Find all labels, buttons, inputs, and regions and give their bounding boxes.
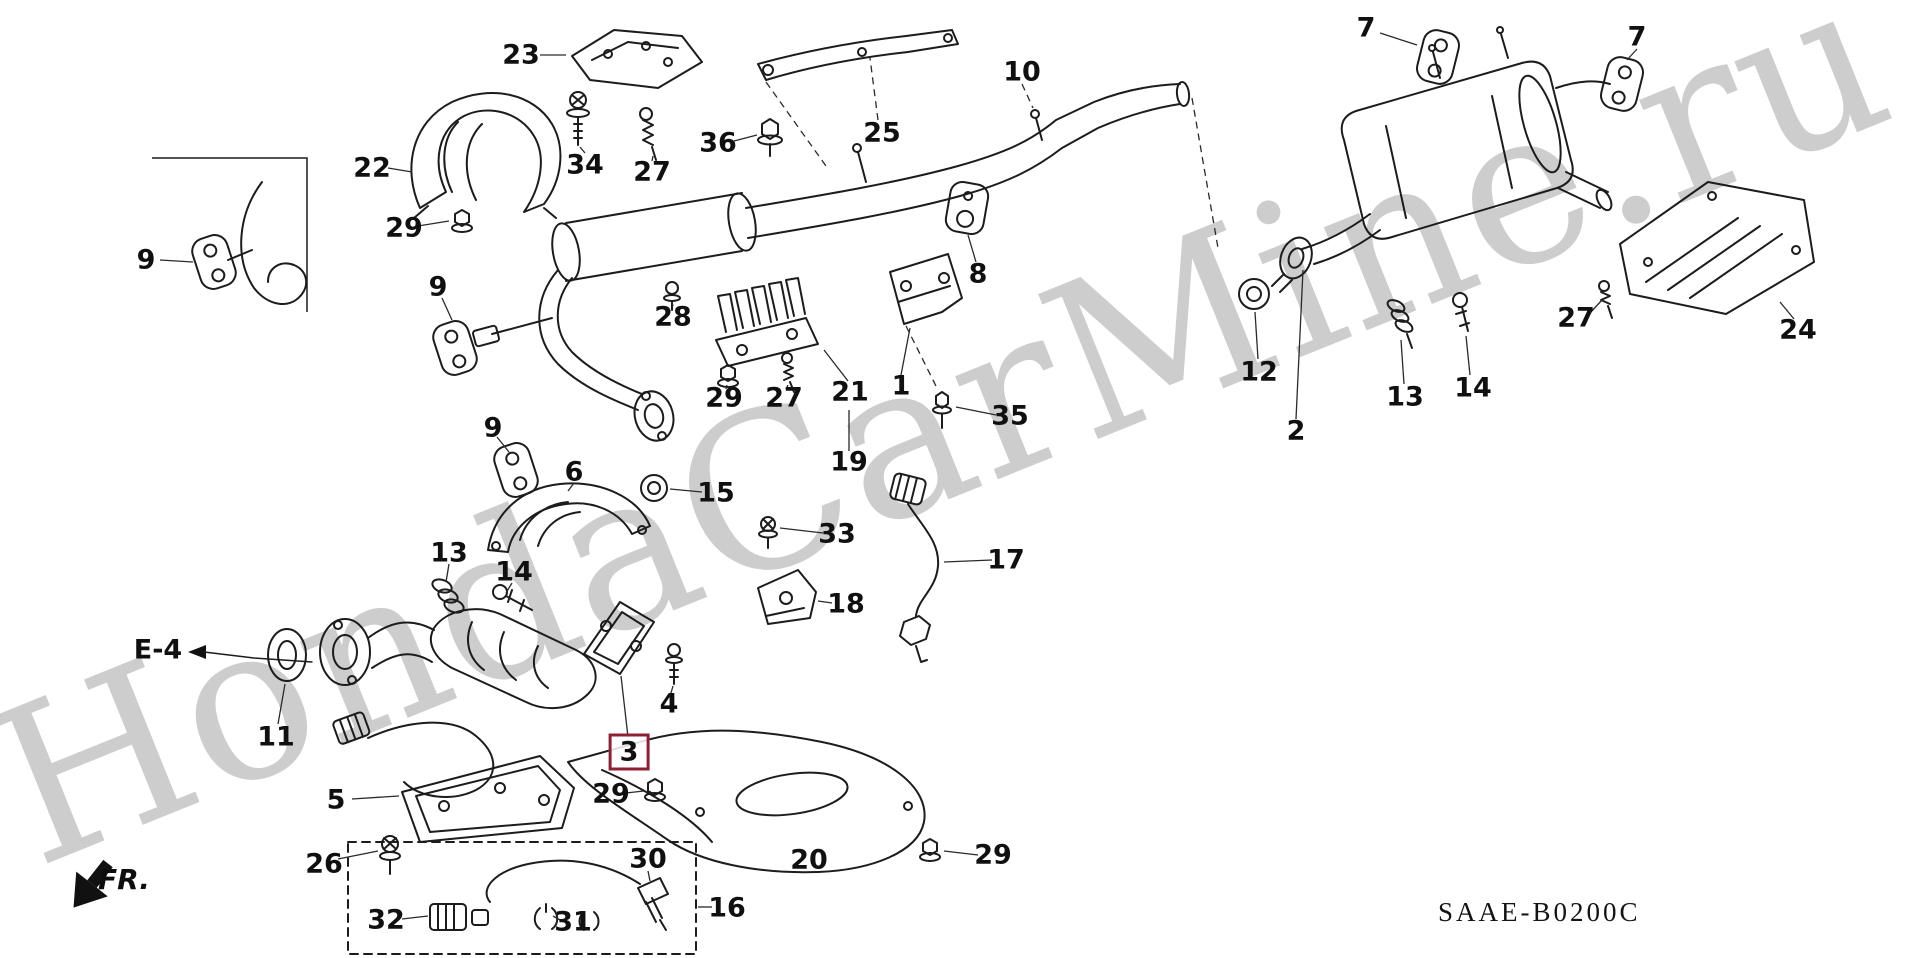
part-label[interactable]: 13 xyxy=(430,537,468,569)
part-label[interactable]: 14 xyxy=(1454,372,1492,404)
oxygen-sensor-17-art xyxy=(889,472,940,663)
heat-shield-24-art xyxy=(1619,181,1815,315)
bracket-1-art xyxy=(889,253,963,325)
part-label[interactable]: 12 xyxy=(1240,356,1278,388)
sensor-harness-art xyxy=(332,711,495,798)
part-label[interactable]: 24 xyxy=(1779,314,1817,346)
bolt-33-art xyxy=(758,516,778,549)
part-label[interactable]: 26 xyxy=(305,848,343,880)
part-label[interactable]: 8 xyxy=(968,258,988,290)
bolt-26-art xyxy=(379,835,401,875)
middle-pipe-10-art xyxy=(472,81,1191,442)
part-label[interactable]: E-4 xyxy=(133,634,183,666)
part-label[interactable]: 25 xyxy=(863,117,901,149)
part-label[interactable]: 27 xyxy=(1557,302,1595,334)
part-label[interactable]: 9 xyxy=(136,244,156,276)
part-label[interactable]: 36 xyxy=(699,127,737,159)
stay-18-art xyxy=(757,569,817,625)
part-label[interactable]: 9 xyxy=(483,412,503,444)
spring-bolt-13l-art xyxy=(431,578,465,614)
dashed-lines xyxy=(765,57,1219,391)
part-label[interactable]: 32 xyxy=(367,904,405,936)
rubber-hanger-7a xyxy=(1416,29,1460,85)
part-label[interactable]: 11 xyxy=(257,721,295,753)
nut-29c-art xyxy=(644,778,666,802)
part-label[interactable]: 19 xyxy=(830,446,868,478)
part-label[interactable]: 27 xyxy=(765,382,803,414)
heat-shield-22-art xyxy=(410,92,562,219)
front-pipe-3-art xyxy=(267,601,655,710)
part-label[interactable]: 18 xyxy=(827,588,865,620)
gasket-15-art xyxy=(640,474,668,502)
part-label[interactable]: 29 xyxy=(385,212,423,244)
part-label[interactable]: 7 xyxy=(1627,21,1647,53)
part-label[interactable]: 14 xyxy=(495,556,533,588)
bolt-35-art xyxy=(932,391,952,429)
part-label[interactable]: 15 xyxy=(697,477,735,509)
part-label[interactable]: 7 xyxy=(1356,12,1376,44)
bolt-4-art xyxy=(665,643,683,685)
bolt-34-art xyxy=(566,91,590,146)
spring-screw-27c-art xyxy=(1598,280,1613,319)
nut-29a-art xyxy=(451,209,473,233)
spring-screw-27b-art xyxy=(781,352,795,393)
part-label[interactable]: 13 xyxy=(1386,381,1424,413)
seal-ring-12-art xyxy=(1238,278,1270,310)
part-label[interactable]: 4 xyxy=(659,688,679,720)
diagram-code: SAAE-B0200C xyxy=(1438,897,1641,927)
part-label[interactable]: 28 xyxy=(654,301,692,333)
leader-lines xyxy=(159,32,1795,921)
part-label[interactable]: 2 xyxy=(1286,415,1306,447)
e4-arrow xyxy=(188,645,313,663)
part-label[interactable]: 6 xyxy=(564,456,584,488)
part-label[interactable]: 35 xyxy=(991,400,1029,432)
fr-arrow-icon xyxy=(73,859,113,908)
rubber-hanger-9a xyxy=(191,234,237,290)
bracket-25-art xyxy=(757,29,959,81)
heat-shield-6-art xyxy=(487,482,651,553)
part-label[interactable]: 9 xyxy=(428,271,448,303)
part-label-highlighted[interactable]: 3 xyxy=(608,733,650,771)
part-label[interactable]: 29 xyxy=(592,778,630,810)
spring-screw-27a-art xyxy=(639,107,657,161)
part-label[interactable]: 17 xyxy=(987,544,1025,576)
bolt-14r-art xyxy=(1452,292,1470,332)
cover-23-art xyxy=(571,29,703,89)
heat-shield-5-art xyxy=(401,755,575,843)
nut-29d-art xyxy=(919,838,941,862)
part-label[interactable]: 20 xyxy=(790,844,828,876)
rubber-hanger-9b xyxy=(432,320,478,376)
part-label[interactable]: 16 xyxy=(708,892,746,924)
sensor-kit-16-art xyxy=(347,841,697,955)
frame-corner xyxy=(152,157,308,312)
part-label[interactable]: 33 xyxy=(818,518,856,550)
part-label[interactable]: 30 xyxy=(629,843,667,875)
rubber-hanger-8-art xyxy=(944,180,990,236)
part-label[interactable]: 21 xyxy=(831,376,869,408)
part-label[interactable]: 29 xyxy=(974,839,1012,871)
nut-36-art xyxy=(757,118,783,157)
part-label[interactable]: 29 xyxy=(705,382,743,414)
spring-bolt-13r-art xyxy=(1386,299,1414,349)
part-label[interactable]: 10 xyxy=(1003,56,1041,88)
part-label[interactable]: 31 xyxy=(554,906,592,938)
part-label[interactable]: 5 xyxy=(326,784,346,816)
part-label[interactable]: 27 xyxy=(633,156,671,188)
front-direction-label: FR. xyxy=(98,863,150,896)
nut-29b-art xyxy=(717,364,739,388)
finned-bracket-21-art xyxy=(715,277,819,367)
part-label[interactable]: 34 xyxy=(566,149,604,181)
part-label[interactable]: 22 xyxy=(353,152,391,184)
part-label[interactable]: 23 xyxy=(502,39,540,71)
lower-cover-20-art xyxy=(567,729,926,874)
part-label[interactable]: 1 xyxy=(891,370,911,402)
